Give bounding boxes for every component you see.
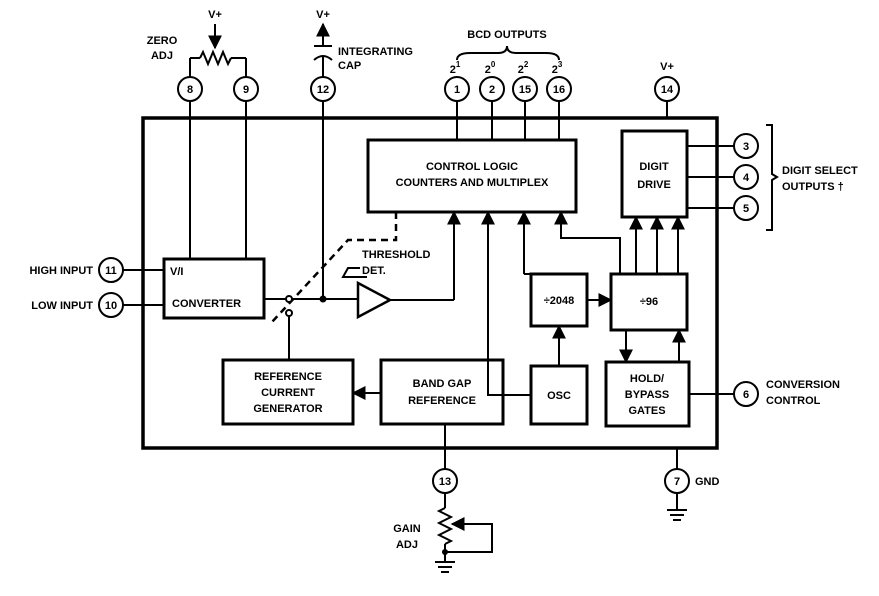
gain-adj-label-1: GAIN [393,523,421,535]
integrating-label-1: INTEGRATING [338,46,413,58]
pin-1: 1 [444,76,470,102]
hold-bypass-gates-block: HOLD/ BYPASS GATES [604,360,691,428]
div2048-label: ÷2048 [544,295,575,307]
zero-adj-label-1: ZERO [147,35,178,47]
wiring [123,22,779,573]
svg-text:14: 14 [661,84,674,96]
control-logic-label-2: COUNTERS AND MULTIPLEX [396,177,549,189]
pin-8: 8 [177,76,203,102]
digit-drive-block: DIGIT DRIVE [620,129,689,219]
pin-13: 13 [432,468,458,494]
low-input-label: LOW INPUT [31,300,93,312]
div2048-block: ÷2048 [529,272,589,328]
svg-text:6: 6 [743,389,749,401]
svg-text:2: 2 [489,84,495,96]
svg-text:7: 7 [674,476,680,488]
pin-11: 11 [98,257,124,283]
threshold-label-1: THRESHOLD [362,249,431,261]
pin-9: 9 [233,76,259,102]
reference-label-1: REFERENCE [254,371,322,383]
svg-text:5: 5 [743,203,749,215]
pin-5: 5 [733,195,759,221]
vplus-14-label: V+ [660,61,674,73]
band-gap-reference-block: BAND GAP REFERENCE [379,358,505,426]
svg-text:13: 13 [439,476,451,488]
digit-drive-label-1: DIGIT [639,161,669,173]
digit-select-label-2: OUTPUTS † [782,181,844,193]
bcd-weight-2-1: 21 [450,60,461,76]
vi-converter-block: V/I CONVERTER [162,257,266,320]
pin-15: 15 [512,76,538,102]
pin-6: 6 [733,381,759,407]
osc-block: OSC [529,364,589,426]
hold-label-3: GATES [628,405,665,417]
svg-text:15: 15 [519,84,531,96]
reference-label-3: GENERATOR [253,403,322,415]
reference-label-2: CURRENT [261,387,315,399]
svg-text:11: 11 [105,265,117,277]
conversion-label-1: CONVERSION [766,379,840,391]
svg-text:3: 3 [743,141,749,153]
svg-text:10: 10 [105,300,117,312]
vplus-zero-label: V+ [208,9,222,21]
bandgap-label-1: BAND GAP [413,378,472,390]
control-logic-block: CONTROL LOGIC COUNTERS AND MULTIPLEX [366,138,578,214]
pin-2: 2 [479,76,505,102]
hold-label-1: HOLD/ [630,373,664,385]
junction-dot [442,549,448,555]
svg-text:8: 8 [187,84,193,96]
div96-block: ÷96 [609,272,689,332]
bandgap-label-2: REFERENCE [408,395,476,407]
div96-label: ÷96 [640,296,658,308]
digit-select-label-1: DIGIT SELECT [782,165,858,177]
pin-3: 3 [733,133,759,159]
vi-label: V/I [170,266,183,278]
chip-outline [141,116,719,450]
vplus-cap-label: V+ [316,9,330,21]
bcd-weight-2-2: 22 [518,60,529,76]
gain-adj-label-2: ADJ [396,539,418,551]
converter-label: CONVERTER [172,298,241,310]
digit-drive-label-2: DRIVE [637,179,671,191]
high-input-label: HIGH INPUT [29,265,93,277]
switch-contact-a [285,295,293,303]
control-logic-label-1: CONTROL LOGIC [426,161,518,173]
svg-text:1: 1 [454,84,460,96]
pin-7: 7 [664,468,690,494]
bcd-weight-2-3: 23 [552,60,563,76]
integrating-label-2: CAP [338,60,361,72]
threshold-label-2: DET. [362,265,386,277]
bcd-outputs-label: BCD OUTPUTS [467,29,546,41]
reference-current-generator-block: REFERENCE CURRENT GENERATOR [221,358,355,426]
pin-14: 14 [654,76,680,102]
svg-text:9: 9 [243,84,249,96]
hold-label-2: BYPASS [625,389,669,401]
pin-16: 16 [546,76,572,102]
pin-10: 10 [98,292,124,318]
switch-contact-b [285,309,293,317]
osc-label: OSC [547,390,571,402]
pin-4: 4 [733,164,759,190]
svg-text:4: 4 [743,172,750,184]
conversion-label-2: CONTROL [766,395,821,407]
zero-adj-label-2: ADJ [151,50,173,62]
gnd-label: GND [695,476,720,488]
pin-12: 12 [310,76,336,102]
junction-dot [319,295,327,303]
bcd-weight-2-0: 20 [485,60,496,76]
svg-text:12: 12 [317,84,329,96]
svg-text:16: 16 [553,84,565,96]
